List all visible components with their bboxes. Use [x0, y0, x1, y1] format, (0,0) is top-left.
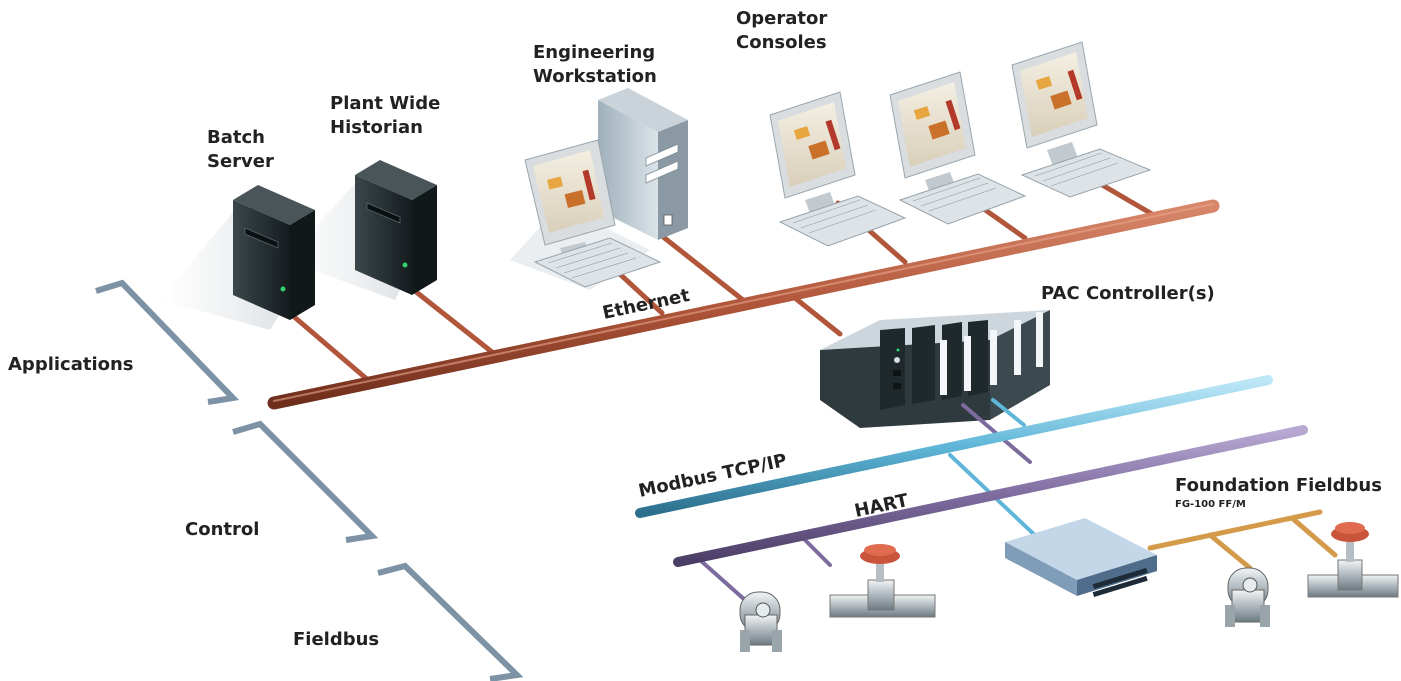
engineering-label-line2: Workstation	[533, 66, 657, 87]
controller-drops	[698, 398, 1042, 602]
engineering-label-line1: Engineering	[533, 42, 655, 63]
batch-server-label-line1: Batch	[207, 127, 265, 148]
operator-label-line2: Consoles	[736, 32, 827, 53]
fieldbus-gateway	[1005, 518, 1157, 598]
flow-transmitter-1	[739, 591, 782, 652]
level-control-label: Control	[185, 519, 259, 540]
pac-controller-label: PAC Controller(s)	[1041, 283, 1215, 304]
applications-bracket	[95, 279, 240, 405]
flow-transmitter-2	[1225, 567, 1270, 627]
foundation-fieldbus-label: Foundation Fieldbus	[1175, 475, 1382, 496]
fieldbus-bracket	[377, 562, 524, 681]
level-fieldbus-label: Fieldbus	[293, 629, 379, 650]
level-applications-label: Applications	[8, 354, 134, 375]
pac-controller	[820, 310, 1050, 428]
control-valve-1	[829, 544, 936, 618]
foundation-model-label: FG-100 FF/M	[1175, 499, 1246, 510]
control-valve-2	[1307, 522, 1399, 598]
control-bracket	[232, 420, 379, 543]
historian-label-line1: Plant Wide	[330, 93, 440, 114]
batch-server	[233, 185, 315, 320]
engineering-workstation	[510, 88, 688, 290]
operator-label-line1: Operator	[736, 8, 827, 29]
ethernet-bus	[267, 199, 1220, 410]
historian-server	[355, 160, 437, 295]
operator-console-3	[1011, 41, 1152, 198]
foundation-bus	[1147, 509, 1338, 571]
operator-console-2	[889, 71, 1027, 225]
historian-label-line2: Historian	[330, 117, 423, 138]
operator-console-1	[769, 91, 907, 247]
batch-server-label-line2: Server	[207, 151, 274, 172]
hart-bus	[673, 425, 1308, 567]
modbus-bus	[635, 375, 1273, 518]
